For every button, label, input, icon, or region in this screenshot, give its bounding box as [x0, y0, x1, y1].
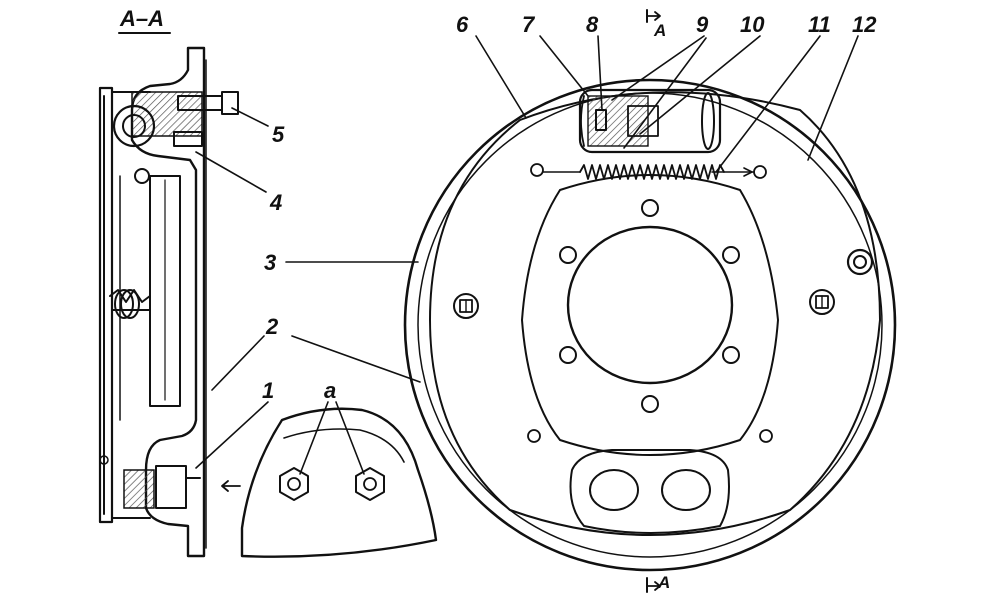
callout-2-left: 2	[265, 314, 279, 339]
leader-4	[195, 151, 267, 193]
spring-hook-hole-right	[753, 165, 767, 179]
bolt-hole	[722, 346, 740, 364]
small-hole	[527, 429, 541, 443]
callout-a: a	[324, 378, 336, 403]
section-marker-top: A	[646, 9, 666, 40]
hex-nut-left	[279, 467, 309, 501]
leader-8	[597, 35, 603, 111]
cylinder-bore	[112, 104, 156, 148]
adjuster-bolt-outer	[846, 248, 874, 276]
lower-anchor	[569, 449, 730, 534]
hold-down-pin-left	[453, 293, 479, 319]
section-marker-top-label: A	[653, 21, 666, 40]
leader-6	[475, 35, 527, 119]
bleeder-valve	[177, 91, 239, 115]
brake-shoe-section	[149, 175, 181, 407]
bolt-hole	[559, 246, 577, 264]
leader-5	[231, 107, 269, 127]
bolt-hole	[641, 395, 659, 413]
leader-9a	[611, 35, 705, 101]
leader-1	[195, 401, 269, 469]
callout-6: 6	[456, 12, 469, 37]
anchor-section	[123, 469, 155, 509]
backing-plate-profile	[130, 46, 206, 558]
fixing-screw	[173, 131, 203, 147]
leader-10	[639, 35, 761, 135]
center-hole	[566, 225, 734, 385]
section-view: A–A	[98, 6, 241, 558]
bolt-hole	[722, 246, 740, 264]
retaining-spring	[109, 289, 151, 319]
leader-7	[539, 35, 589, 97]
shoe-outline	[429, 91, 881, 536]
leader-2-right	[291, 335, 421, 383]
nut-hole-left	[287, 477, 301, 491]
callout-12: 12	[852, 12, 877, 37]
anchor-oval-right	[661, 469, 711, 511]
leader-12	[807, 35, 859, 161]
leader-11	[715, 35, 821, 173]
hex-nut-right	[355, 467, 385, 501]
return-spring	[542, 164, 755, 180]
callout-5: 5	[272, 122, 285, 147]
cylinder-cutaway	[587, 95, 649, 147]
section-title: A–A	[119, 6, 164, 31]
anchor-detail-contour	[283, 428, 405, 463]
callout-labels: 5 4 3 2 2 1 a 6 7 8 9 10 11 12	[262, 12, 877, 403]
anchor-pin	[155, 465, 187, 509]
small-hole	[759, 429, 773, 443]
callout-1: 1	[262, 378, 274, 403]
piston	[122, 114, 146, 138]
dust-boot	[580, 95, 585, 147]
callout-7: 7	[522, 12, 536, 37]
callout-10: 10	[740, 12, 765, 37]
anchor-detail-outline	[240, 407, 438, 558]
section-marker-bottom: A	[646, 573, 670, 593]
adjuster-bolt-inner	[853, 255, 867, 269]
lower-dot	[99, 455, 109, 465]
leader-a-left	[299, 401, 329, 475]
callout-11: 11	[808, 12, 831, 37]
cylinder-end	[701, 92, 715, 150]
leader-9b	[623, 37, 707, 149]
anchor-detail-view	[240, 401, 438, 558]
view-arrow	[221, 480, 241, 492]
bolt-hole	[559, 346, 577, 364]
callout-4: 4	[269, 190, 282, 215]
callout-9: 9	[696, 12, 709, 37]
hold-down-pin-right	[809, 289, 835, 315]
spring-hook-hole-left	[530, 163, 544, 177]
leader-a-right	[335, 401, 365, 475]
hub-plate	[521, 174, 779, 456]
callout-8: 8	[586, 12, 599, 37]
front-view: A A	[403, 9, 897, 593]
cylinder-piston	[627, 105, 659, 137]
wheel-cylinder-section	[131, 91, 203, 137]
section-marker-bottom-label: A	[657, 573, 670, 592]
nut-hole-right	[363, 477, 377, 491]
leader-lines	[195, 35, 859, 469]
backing-plate-outer	[403, 78, 897, 572]
bolt-hole	[641, 199, 659, 217]
wheel-cylinder	[578, 88, 722, 154]
upper-stud	[134, 168, 150, 184]
bolt-holes	[527, 163, 773, 443]
drum-profile	[98, 86, 114, 524]
callout-3: 3	[264, 250, 276, 275]
leader-2-left	[211, 335, 265, 391]
anchor-oval-left	[589, 469, 639, 511]
